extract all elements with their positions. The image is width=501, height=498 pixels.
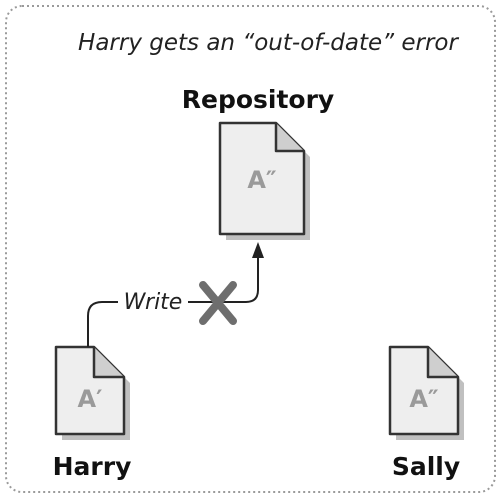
repository-label: Repository <box>182 85 334 114</box>
sally-file-label: A″ <box>409 385 439 413</box>
harry-label: Harry <box>53 452 132 481</box>
harry-file-label: A′ <box>78 385 103 413</box>
x-cross-icon <box>199 281 237 325</box>
write-edge-start <box>87 301 118 347</box>
repository-file-label: A″ <box>247 166 277 194</box>
write-edge-label: Write <box>124 290 183 315</box>
repository-document-icon <box>218 121 310 240</box>
sally-label: Sally <box>392 452 460 481</box>
diagram-caption: Harry gets an “out-of-date” error <box>78 30 459 56</box>
sally-document-icon <box>388 345 464 440</box>
write-edge-end <box>188 256 259 303</box>
write-arrowhead <box>252 242 264 258</box>
